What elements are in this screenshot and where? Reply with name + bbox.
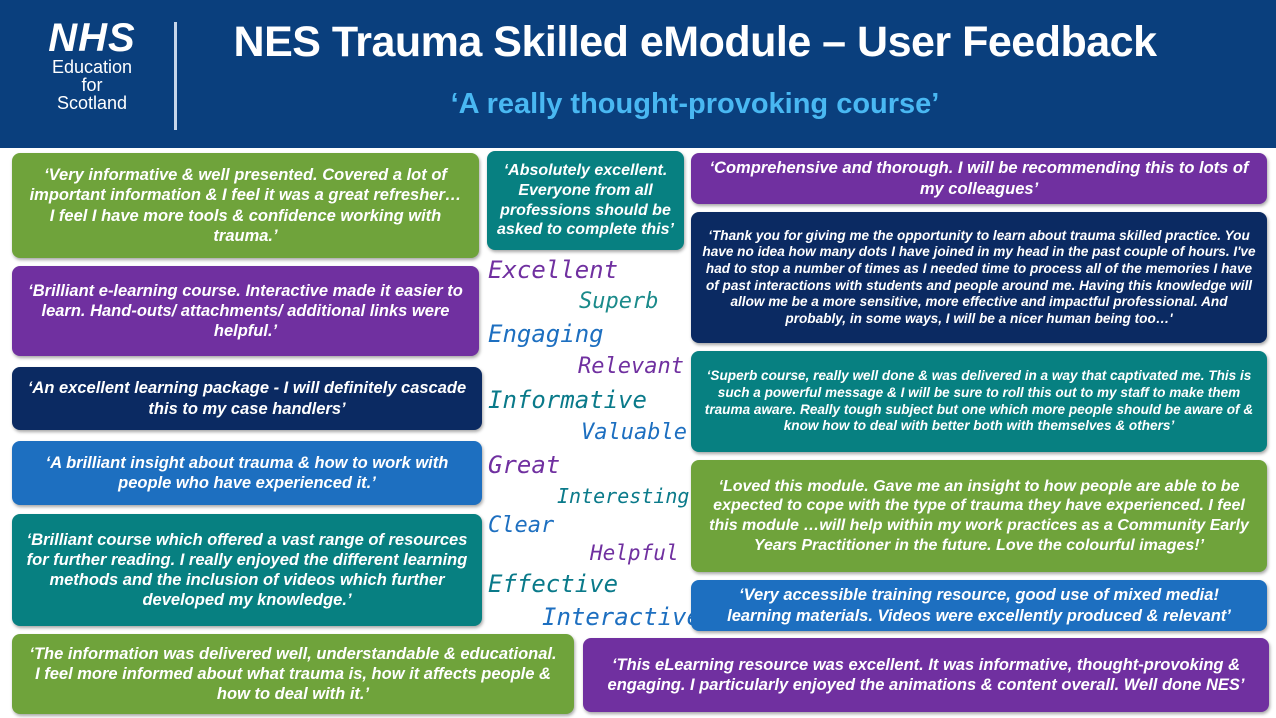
feedback-quote-left-6: ‘The information was delivered well, und… xyxy=(12,634,574,714)
nhs-education-for-scotland-logo: NHS Education for Scotland xyxy=(34,18,150,112)
word-clear: Clear xyxy=(488,513,555,538)
feedback-quote-left-2: ‘Brilliant e-learning course. Interactiv… xyxy=(12,266,479,356)
quote-text: ‘Very accessible training resource, good… xyxy=(727,586,1231,625)
word-engaging: Engaging xyxy=(488,320,604,348)
feedback-quote-left-5: ‘Brilliant course which offered a vast r… xyxy=(12,514,482,626)
word-helpful: Helpful xyxy=(590,541,679,565)
feedback-quote-right-6: ‘This eLearning resource was excellent. … xyxy=(583,638,1269,712)
word-informative: Informative xyxy=(488,386,647,414)
feedback-quote-left-1: ‘Very informative & well presented. Cove… xyxy=(12,153,479,258)
word-interactive: Interactive xyxy=(542,603,701,631)
quote-text: ‘Thank you for giving me the opportunity… xyxy=(702,227,1256,326)
feedback-quote-right-4: ‘Loved this module. Gave me an insight t… xyxy=(691,460,1267,572)
quote-text: ‘The information was delivered well, und… xyxy=(29,644,557,704)
feedback-quote-left-4: ‘A brilliant insight about trauma & how … xyxy=(12,441,482,505)
page-title: NES Trauma Skilled eModule – User Feedba… xyxy=(233,18,1157,66)
page-subtitle: ‘A really thought-provoking course’ xyxy=(450,88,940,120)
word-effective: Effective xyxy=(488,570,619,598)
feedback-quote-right-1: ‘Comprehensive and thorough. I will be r… xyxy=(691,153,1267,204)
logo-line-1: Education xyxy=(51,57,133,77)
word-great: Great xyxy=(488,451,561,479)
word-interesting: Interesting xyxy=(557,484,690,508)
feedback-quote-right-3: ‘Superb course, really well done & was d… xyxy=(691,351,1267,452)
quote-text: ‘Superb course, really well done & was d… xyxy=(704,368,1254,434)
word-relevant: Relevant xyxy=(578,354,684,379)
header-divider xyxy=(174,22,177,130)
word-superb: Superb xyxy=(579,289,659,314)
quote-text: ‘This eLearning resource was excellent. … xyxy=(607,655,1245,694)
quote-text: ‘Loved this module. Gave me an insight t… xyxy=(709,477,1249,554)
nhs-logo-text: NHS xyxy=(48,16,136,60)
feedback-quote-right-2: ‘Thank you for giving me the opportunity… xyxy=(691,212,1267,343)
quote-text: ‘Absolutely excellent. Everyone from all… xyxy=(497,162,674,239)
logo-line-3: Scotland xyxy=(56,93,128,113)
logo-line-2: for xyxy=(81,75,103,95)
feedback-quote-right-5: ‘Very accessible training resource, good… xyxy=(691,580,1267,631)
feedback-quote-left-3: ‘An excellent learning package - I will … xyxy=(12,367,482,430)
quote-text: ‘Comprehensive and thorough. I will be r… xyxy=(709,159,1249,198)
header-banner: NHS Education for Scotland NES Trauma Sk… xyxy=(0,0,1276,148)
feedback-quote-center: ‘Absolutely excellent. Everyone from all… xyxy=(487,151,684,250)
quote-text: ‘An excellent learning package - I will … xyxy=(27,379,467,418)
word-excellent: Excellent xyxy=(488,256,619,284)
quote-text: ‘Brilliant course which offered a vast r… xyxy=(26,530,468,610)
quote-text: ‘Very informative & well presented. Cove… xyxy=(29,166,462,245)
quote-text: ‘Brilliant e-learning course. Interactiv… xyxy=(28,281,463,341)
word-valuable: Valuable xyxy=(581,420,687,445)
quote-text: ‘A brilliant insight about trauma & how … xyxy=(45,453,449,492)
